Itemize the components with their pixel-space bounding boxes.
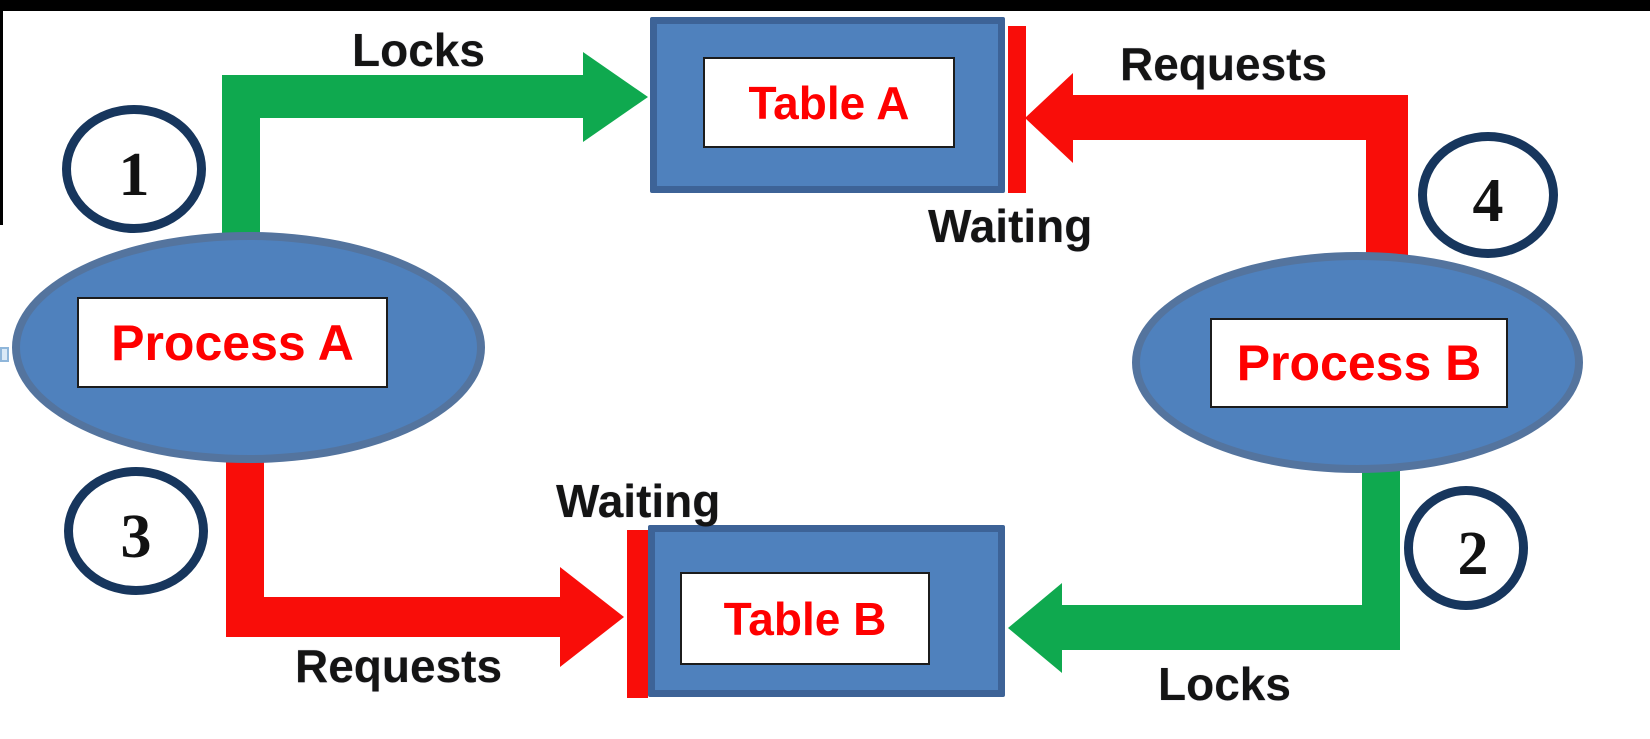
step2-locks-arrow-horizontal-shaft bbox=[1062, 605, 1400, 650]
process-b-label-box: Process B bbox=[1210, 318, 1508, 408]
table-a-waiting-label: Waiting bbox=[928, 200, 1093, 252]
process-a-label: Process A bbox=[111, 314, 354, 371]
step2-locks-label: Locks bbox=[1158, 658, 1291, 710]
step2-number: 2 bbox=[1457, 520, 1489, 588]
step1-locks-arrow-horizontal-shaft bbox=[222, 75, 583, 118]
process-a-label-box: Process A bbox=[77, 297, 388, 388]
table-b-label-box: Table B bbox=[680, 572, 930, 665]
step2-arrowhead-left-icon bbox=[1008, 583, 1062, 673]
table-b-label: Table B bbox=[723, 592, 887, 645]
step1-number: 1 bbox=[118, 141, 150, 209]
table-a-label: Table A bbox=[748, 76, 910, 129]
table-b-waiting-bar bbox=[627, 530, 648, 698]
step3-requests-arrow-horizontal-shaft bbox=[226, 597, 560, 637]
step4-requests-label: Requests bbox=[1120, 38, 1328, 90]
top-border-bar bbox=[0, 0, 1650, 11]
node-table-a: Table A bbox=[650, 17, 1005, 193]
step4-number: 4 bbox=[1472, 167, 1504, 235]
table-b-waiting-label: Waiting bbox=[556, 475, 721, 527]
step1-arrowhead-right-icon bbox=[583, 52, 648, 142]
step4-circle-badge: 4 bbox=[1418, 132, 1558, 258]
table-a-waiting-bar bbox=[1008, 26, 1026, 193]
left-border-line bbox=[0, 11, 3, 225]
step4-arrowhead-left-icon bbox=[1025, 73, 1073, 163]
step3-arrowhead-right-icon bbox=[560, 567, 624, 667]
node-process-a: Process A bbox=[12, 232, 485, 463]
step1-circle-badge: 1 bbox=[62, 105, 206, 233]
table-a-label-box: Table A bbox=[703, 57, 955, 148]
left-edge-handle-artifact bbox=[0, 347, 9, 362]
node-process-b: Process B bbox=[1132, 252, 1583, 473]
process-b-label: Process B bbox=[1236, 335, 1482, 391]
step4-requests-arrow-horizontal-shaft bbox=[1073, 95, 1408, 140]
step3-number: 3 bbox=[120, 503, 152, 571]
node-table-b: Table B bbox=[648, 525, 1005, 697]
step3-circle-badge: 3 bbox=[64, 467, 208, 595]
step1-locks-label: Locks bbox=[352, 24, 485, 76]
step2-circle-badge: 2 bbox=[1404, 486, 1528, 610]
step3-requests-label: Requests bbox=[295, 640, 503, 692]
